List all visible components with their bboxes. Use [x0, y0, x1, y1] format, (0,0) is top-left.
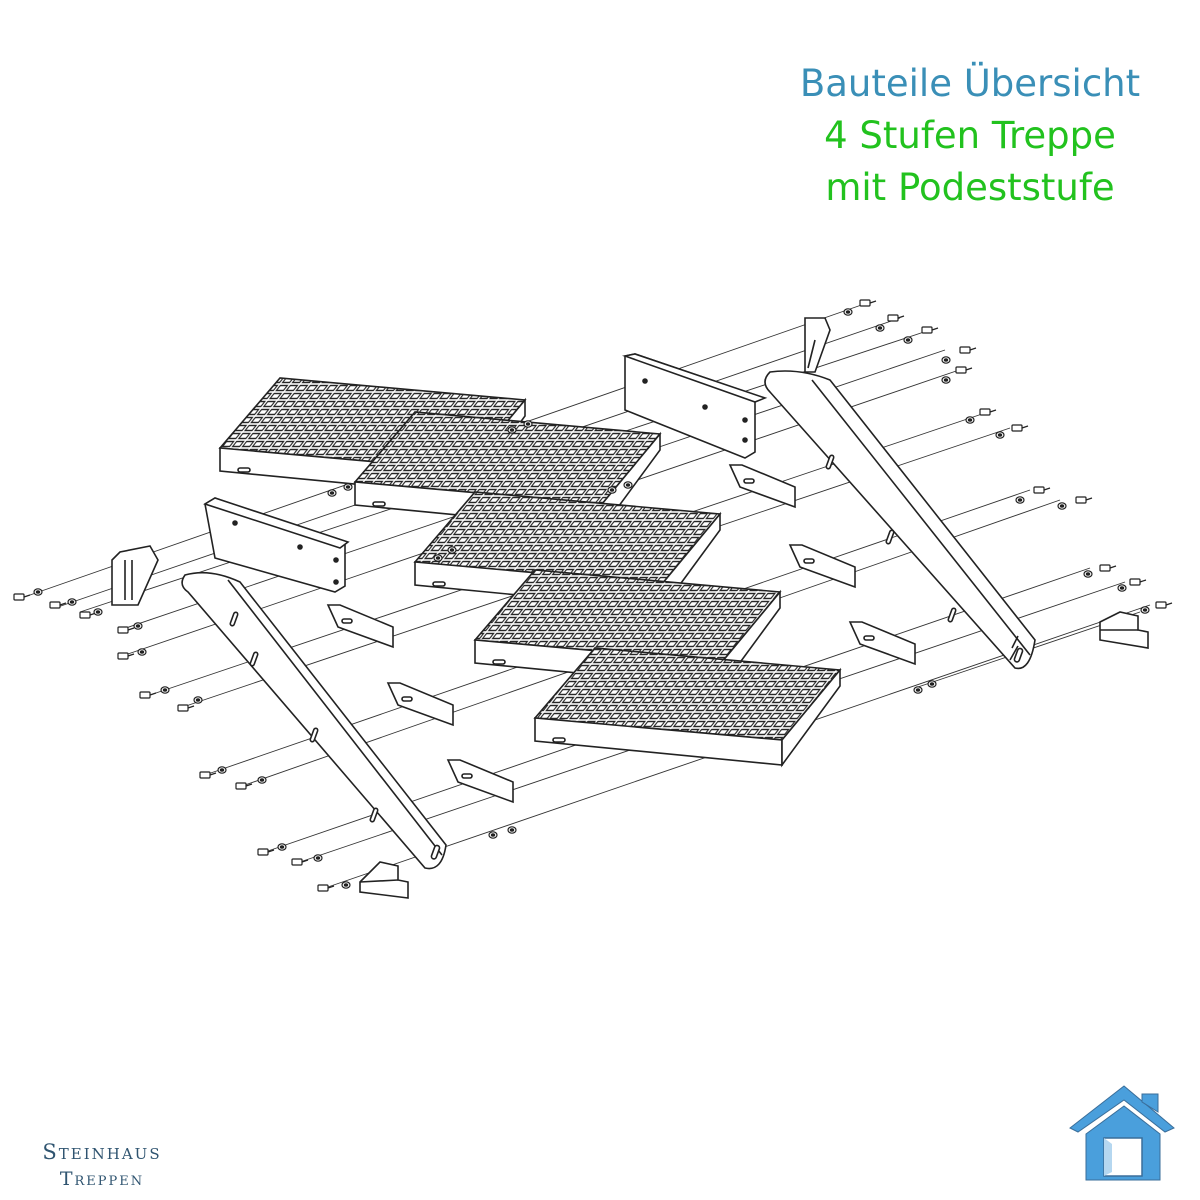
- screw-icon: [317, 884, 335, 892]
- bolt-washer-icon: [843, 308, 853, 316]
- title-line-3: mit Podeststufe: [825, 166, 1115, 209]
- screw-icon: [257, 848, 275, 856]
- bolt-washer-icon: [507, 826, 517, 834]
- bolt-washer-icon: [160, 686, 170, 694]
- bottom-floor-bracket-left: [359, 861, 409, 899]
- title-line-2: 4 Stufen Treppe: [824, 114, 1116, 157]
- bolt-washer-icon: [33, 588, 43, 596]
- left-landing-plate: [203, 497, 350, 593]
- step-side-bracket: [788, 544, 856, 589]
- screw-icon: [13, 593, 31, 601]
- screw-icon: [177, 704, 195, 712]
- bolt-washer-icon: [507, 426, 517, 434]
- screw-icon: [979, 408, 997, 416]
- step-side-bracket: [326, 604, 394, 649]
- screw-icon: [1033, 486, 1051, 494]
- screw-icon: [859, 299, 877, 307]
- screw-icon: [199, 771, 217, 779]
- bolt-washer-icon: [341, 881, 351, 889]
- bolt-washer-icon: [313, 854, 323, 862]
- screw-icon: [117, 626, 135, 634]
- screw-icon: [887, 314, 905, 322]
- bolt-washer-icon: [913, 686, 923, 694]
- screw-icon: [117, 652, 135, 660]
- bolt-washer-icon: [67, 598, 77, 606]
- brand-wordmark: Steinhaus Treppen: [22, 1138, 182, 1192]
- bolt-washer-icon: [137, 648, 147, 656]
- bolt-washer-icon: [217, 766, 227, 774]
- bolt-washer-icon: [433, 554, 443, 562]
- screw-icon: [291, 858, 309, 866]
- screw-icon: [1155, 601, 1173, 609]
- step-side-bracket: [848, 621, 916, 666]
- screw-icon: [139, 691, 157, 699]
- screw-icon: [49, 601, 67, 609]
- screw-icon: [1099, 564, 1117, 572]
- title-block: Bauteile Übersicht 4 Stufen Treppe mit P…: [760, 58, 1180, 214]
- top-wall-bracket: [804, 317, 831, 373]
- bolt-washer-icon: [133, 622, 143, 630]
- screw-icon: [1011, 424, 1029, 432]
- bolt-washer-icon: [1140, 606, 1150, 614]
- bolt-washer-icon: [93, 608, 103, 616]
- title-line-1: Bauteile Übersicht: [799, 62, 1141, 105]
- screw-icon: [235, 782, 253, 790]
- bolt-washer-icon: [327, 489, 337, 497]
- screw-icon: [921, 326, 939, 334]
- step-side-bracket: [728, 464, 796, 509]
- left-wall-bracket: [111, 545, 159, 606]
- bolt-washer-icon: [623, 481, 633, 489]
- grating-step-tread: [533, 647, 842, 768]
- screw-icon: [79, 611, 97, 619]
- house-logo-icon: [1069, 1085, 1175, 1181]
- right-stringer: [764, 370, 1036, 670]
- bolt-washer-icon: [903, 336, 913, 344]
- bolt-washer-icon: [488, 831, 498, 839]
- bolt-washer-icon: [523, 420, 533, 428]
- step-side-bracket: [446, 759, 514, 804]
- left-stringer: [181, 571, 447, 870]
- screw-icon: [955, 366, 973, 374]
- bottom-floor-bracket-right: [1099, 611, 1149, 649]
- screw-icon: [1129, 578, 1147, 586]
- bolt-washer-icon: [1117, 584, 1127, 592]
- bolt-washer-icon: [607, 486, 617, 494]
- bolt-washer-icon: [927, 680, 937, 688]
- brand-line-1: Steinhaus: [42, 1140, 162, 1164]
- bolt-washer-icon: [343, 483, 353, 491]
- bolt-washer-icon: [941, 356, 951, 364]
- bolt-washer-icon: [1015, 496, 1025, 504]
- landing-plate: [621, 353, 768, 459]
- bolt-washer-icon: [875, 324, 885, 332]
- bolt-washer-icon: [257, 776, 267, 784]
- bolt-washer-icon: [447, 546, 457, 554]
- bolt-washer-icon: [995, 431, 1005, 439]
- bolt-washer-icon: [277, 843, 287, 851]
- bolt-washer-icon: [1083, 570, 1093, 578]
- bolt-washer-icon: [1057, 502, 1067, 510]
- screw-icon: [1075, 496, 1093, 504]
- screw-icon: [959, 346, 977, 354]
- bolt-washer-icon: [965, 416, 975, 424]
- step-side-bracket: [386, 682, 454, 727]
- bolt-washer-icon: [941, 376, 951, 384]
- brand-line-2: Treppen: [59, 1168, 145, 1190]
- bolt-washer-icon: [193, 696, 203, 704]
